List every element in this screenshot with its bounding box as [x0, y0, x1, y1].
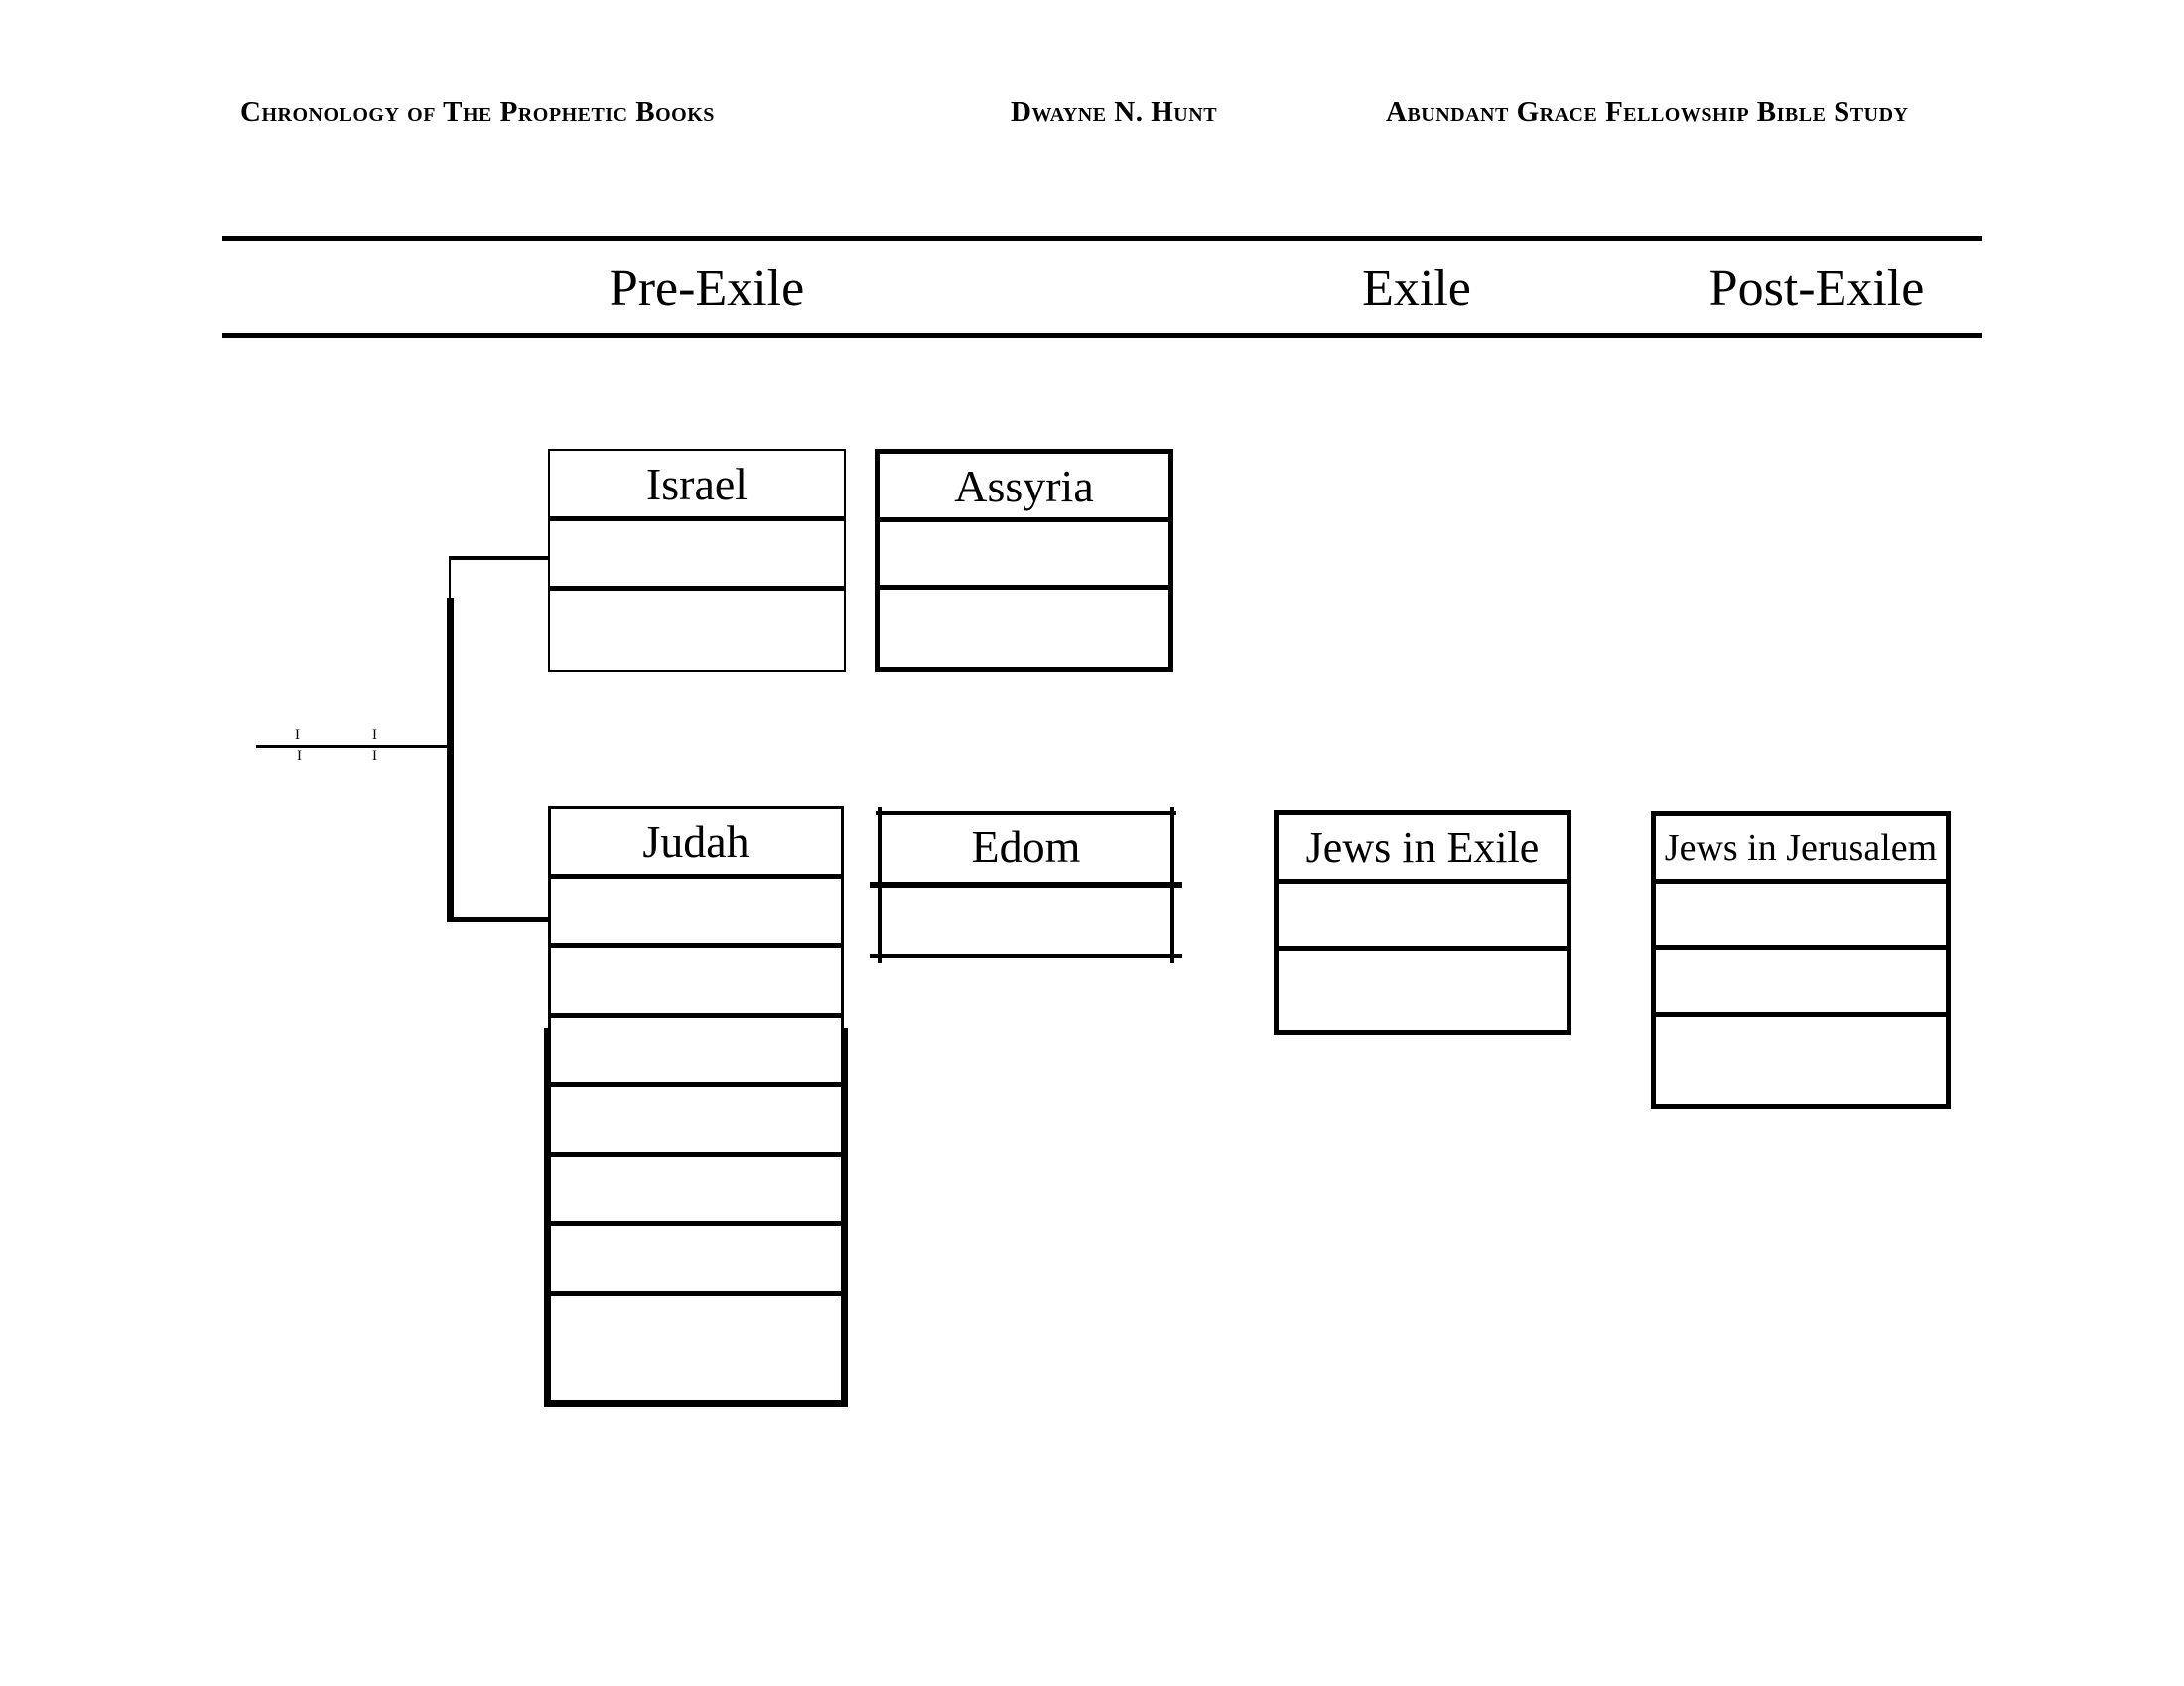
- bracket-stem-thin-segment: [449, 560, 451, 600]
- israel-title: Israel: [550, 451, 844, 521]
- assyria-box: Assyria: [875, 449, 1173, 672]
- bracket-stem: [447, 598, 454, 922]
- judah-lower-heavy-outline: [544, 1028, 848, 1407]
- jews-in-jerusalem-box: Jews in Jerusalem: [1651, 811, 1951, 1109]
- jews-in-jerusalem-blank-row-2: [1656, 950, 1946, 1017]
- jews-in-jerusalem-blank-row-3: [1656, 1017, 1946, 1104]
- israel-box: Israel: [548, 449, 846, 672]
- jews-in-jerusalem-title: Jews in Jerusalem: [1656, 816, 1946, 884]
- judah-blank-row-6: [551, 1226, 841, 1296]
- section-label-pre-exile: Pre-Exile: [609, 259, 805, 317]
- jews-in-jerusalem-blank-row-1: [1656, 884, 1946, 950]
- section-label-exile: Exile: [1362, 259, 1471, 317]
- edom-box-bottom-border: [870, 954, 1182, 958]
- judah-blank-row-5: [551, 1157, 841, 1226]
- section-label-post-exile: Post-Exile: [1708, 259, 1925, 317]
- edom-box-top-border: [876, 811, 1176, 815]
- timeline-line: [256, 745, 450, 748]
- edom-box-right-border: [1170, 807, 1174, 963]
- jews-in-exile-blank-row-1: [1279, 884, 1567, 951]
- section-band-bottom-rule: [222, 333, 1982, 338]
- judah-blank-row-2: [551, 948, 841, 1018]
- assyria-title: Assyria: [880, 454, 1168, 522]
- timeline-tick-upper-1: I: [295, 727, 300, 743]
- section-band-top-rule: [222, 236, 1982, 241]
- timeline-tick-lower-2: I: [372, 748, 377, 764]
- jews-in-exile-box: Jews in Exile: [1274, 810, 1571, 1035]
- assyria-blank-row-1: [880, 522, 1168, 590]
- page-organization: Abundant Grace Fellowship Bible Study: [1386, 96, 1909, 128]
- bracket-branch-to-israel: [449, 556, 549, 560]
- timeline-tick-upper-2: I: [372, 727, 377, 743]
- edom-title: Edom: [971, 820, 1081, 872]
- assyria-blank-row-2: [880, 590, 1168, 667]
- jews-in-exile-blank-row-2: [1279, 951, 1567, 1030]
- israel-blank-row-2: [550, 591, 844, 670]
- timeline-tick-lower-1: I: [297, 748, 302, 764]
- page-title: Chronology of The Prophetic Books: [240, 96, 715, 128]
- israel-blank-row-1: [550, 521, 844, 591]
- edom-box-left-border: [878, 807, 882, 963]
- edom-blank-row-1: [878, 888, 1174, 954]
- judah-blank-row-1: [551, 879, 841, 948]
- bracket-branch-to-judah: [447, 917, 549, 922]
- edom-box-divider: [870, 882, 1182, 888]
- judah-box: Judah: [548, 806, 844, 1405]
- judah-blank-row-4: [551, 1087, 841, 1157]
- page-author: Dwayne N. Hunt: [1011, 96, 1218, 128]
- jews-in-exile-title: Jews in Exile: [1279, 815, 1567, 884]
- judah-title: Judah: [551, 809, 841, 879]
- judah-blank-row-3: [551, 1018, 841, 1087]
